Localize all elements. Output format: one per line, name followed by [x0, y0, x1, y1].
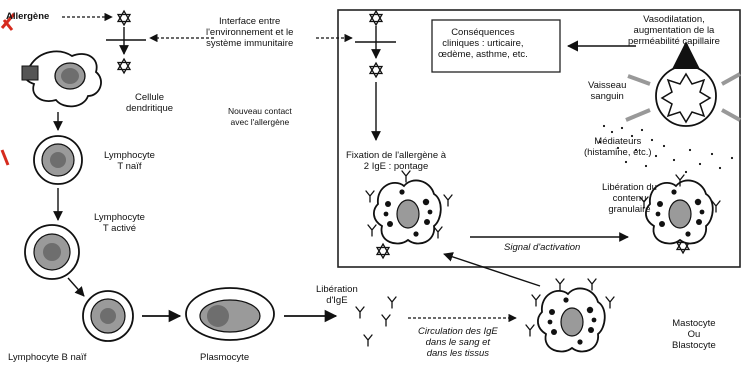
ige-y-icon — [356, 307, 364, 318]
mast-cell-bridged — [374, 180, 441, 243]
ige-y-icon — [402, 171, 410, 182]
ige-y-icon — [366, 191, 374, 202]
label-lymphocyte-t-naif: Lymphocyte T naïf — [104, 150, 155, 172]
label-allergene: Allergène — [6, 11, 49, 22]
label-nouveau-contact: Nouveau contact avec l'allergène — [228, 106, 292, 128]
label-vaisseau: Vaisseau sanguin — [588, 80, 626, 102]
plasmocyte-cell — [186, 288, 274, 340]
label-vasodilatation: Vasodilatation, augmentation de la permé… — [628, 14, 720, 47]
allergen-star-icon — [370, 11, 382, 25]
ige-y-icon — [606, 297, 614, 308]
ige-y-icon — [434, 227, 442, 238]
b-naive-cell — [83, 291, 133, 341]
t-activated-cell — [25, 225, 79, 279]
allergen-star-icon — [118, 11, 130, 25]
ige-y-icon — [526, 325, 534, 336]
label-consequences: Conséquences cliniques : urticaire, œdèm… — [438, 27, 528, 60]
red-mark-2 — [2, 150, 8, 165]
label-cellule-dendritique: Cellule dendritique — [126, 92, 173, 114]
blood-vessel — [626, 44, 740, 126]
label-circulation-ige: Circulation des IgE dans le sang et dans… — [418, 326, 498, 359]
ige-y-icon — [444, 195, 452, 206]
ige-y-icon — [364, 335, 372, 346]
label-mastocyte: Mastocyte Ou Blastocyte — [672, 318, 716, 351]
ige-y-icon — [368, 225, 376, 236]
label-liberation-contenu: Libération du contenu granulaire — [602, 182, 657, 215]
label-fixation: Fixation de l'allergène à 2 IgE : pontag… — [346, 150, 446, 172]
arrow — [444, 254, 540, 286]
label-mediateurs: Médiateurs (histamine, etc.) — [584, 136, 652, 158]
label-interface: Interface entre l'environnement et le sy… — [206, 16, 293, 49]
ige-y-icon — [588, 279, 596, 290]
label-liberation-ige: Libération d'IgE — [316, 284, 358, 306]
label-lymphocyte-t-active: Lymphocyte T activé — [94, 212, 145, 234]
allergen-star-icon — [118, 59, 130, 73]
allergen-star-icon — [370, 63, 382, 77]
label-signal: Signal d'activation — [504, 242, 580, 253]
mast-cell — [538, 288, 605, 351]
ige-y-icon — [382, 315, 390, 326]
ige-y-icon — [556, 279, 564, 290]
label-lymphocyte-b-naif: Lymphocyte B naïf — [8, 352, 86, 363]
ige-y-icon — [388, 297, 396, 308]
t-naive-cell — [34, 136, 82, 184]
allergen-star-icon — [377, 244, 389, 258]
label-plasmocyte: Plasmocyte — [200, 352, 249, 363]
dendritic-cell — [22, 51, 101, 106]
ige-y-icon — [532, 295, 540, 306]
arrow — [68, 278, 84, 296]
